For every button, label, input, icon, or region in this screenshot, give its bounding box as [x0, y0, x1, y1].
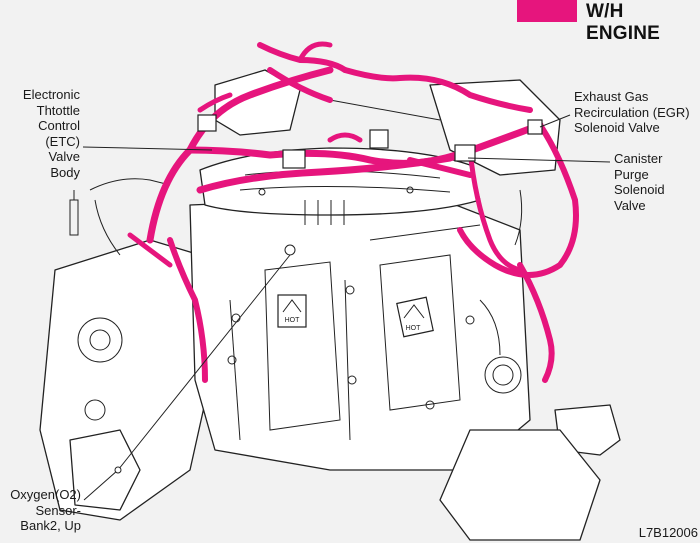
callout-line: (ETC): [45, 133, 80, 149]
callout-line: Valve: [614, 197, 646, 213]
svg-text:HOT: HOT: [285, 317, 301, 324]
callout-etc-valve-body: Electronic Thtottle Control (ETC) Valve …: [23, 87, 80, 180]
leader-egr: [539, 114, 571, 128]
hot-warning-label-right: HOT: [396, 296, 434, 338]
callout-line: Recirculation (EGR): [574, 104, 690, 120]
callout-line: Exhaust Gas: [574, 89, 649, 104]
callout-line: Control: [38, 118, 80, 133]
callout-line: Bank2, Up: [20, 518, 81, 533]
callout-line: Solenoid: [614, 182, 665, 197]
callout-line: Oxygen(O2): [10, 487, 81, 502]
callout-line: Valve: [48, 149, 80, 164]
callout-line: Electronic: [22, 87, 80, 102]
callout-line: Purge: [614, 166, 649, 182]
callout-line: Canister: [614, 151, 663, 166]
callout-line: Thtottle: [36, 102, 80, 118]
hot-warning-label-left: HOT: [277, 294, 307, 328]
callout-line: Sensor-: [35, 502, 81, 518]
svg-text:HOT: HOT: [406, 325, 422, 332]
o2-sensor-marker: [114, 466, 122, 474]
callout-line: Solenoid Valve: [574, 120, 660, 135]
leader-canister: [467, 157, 611, 163]
callout-egr-solenoid-valve: Exhaust Gas Recirculation (EGR) Solenoid…: [574, 89, 690, 136]
engine-details: [69, 99, 523, 441]
harness-connectors: [197, 114, 543, 169]
callout-o2-sensor: Oxygen(O2) Sensor- Bank2, Up: [10, 487, 81, 534]
leader-etc: [82, 146, 213, 151]
page-title: W/H ENGINE: [586, 1, 661, 44]
callout-line: Body: [50, 164, 80, 180]
figure-code: L7B12006: [638, 525, 698, 540]
header-accent-bar: [517, 0, 577, 22]
callout-canister-purge-valve: Canister Purge Solenoid Valve: [614, 151, 665, 213]
